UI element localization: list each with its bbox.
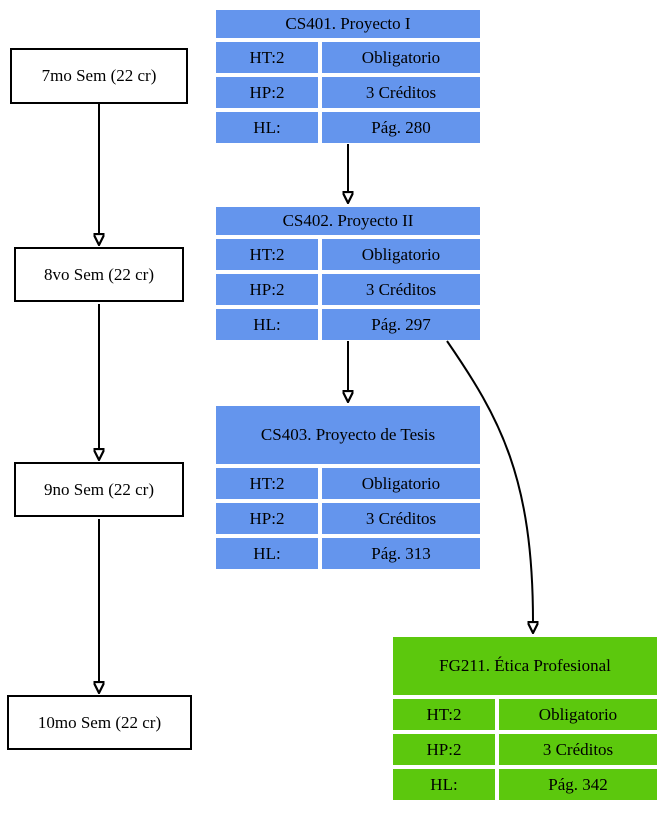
hours-lab-label: HL:: [216, 538, 318, 569]
hours-theory-label: HT:2: [216, 239, 318, 270]
course-type-value: Obligatorio: [322, 468, 480, 499]
course-title: CS401. Proyecto I: [216, 10, 480, 38]
course-row: HT:2 Obligatorio: [216, 468, 480, 499]
hours-theory-label: HT:2: [393, 699, 495, 730]
hours-practice-label: HP:2: [216, 503, 318, 534]
course-row: HP:2 3 Créditos: [216, 274, 480, 305]
hours-practice-label: HP:2: [216, 77, 318, 108]
semester-node-8vo: 8vo Sem (22 cr): [14, 247, 184, 302]
hours-theory-label: HT:2: [216, 468, 318, 499]
course-row: HP:2 3 Créditos: [216, 503, 480, 534]
credits-value: 3 Créditos: [499, 734, 657, 765]
semester-node-10mo: 10mo Sem (22 cr): [7, 695, 192, 750]
course-row: HL: Pág. 342: [393, 769, 657, 800]
course-title: CS402. Proyecto II: [216, 207, 480, 235]
page-ref-value: Pág. 297: [322, 309, 480, 340]
page-ref-value: Pág. 313: [322, 538, 480, 569]
course-row: HT:2 Obligatorio: [393, 699, 657, 730]
semester-label: 9no Sem (22 cr): [43, 479, 154, 499]
course-row: HT:2 Obligatorio: [216, 239, 480, 270]
semester-label: 7mo Sem (22 cr): [41, 66, 157, 85]
credits-value: 3 Créditos: [322, 274, 480, 305]
course-type-value: Obligatorio: [322, 42, 480, 73]
semester-node-9no: 9no Sem (22 cr): [14, 462, 184, 517]
course-title: FG211. Ética Profesional: [393, 637, 657, 695]
semester-node-7mo: 7mo Sem (22 cr): [10, 48, 188, 104]
page-ref-value: Pág. 280: [322, 112, 480, 143]
page-ref-value: Pág. 342: [499, 769, 657, 800]
course-node-fg211: FG211. Ética Profesional HT:2 Obligatori…: [393, 637, 657, 800]
semester-label: 8vo Sem (22 cr): [43, 264, 154, 284]
course-row: HP:2 3 Créditos: [393, 734, 657, 765]
course-row: HL: Pág. 297: [216, 309, 480, 340]
course-type-value: Obligatorio: [499, 699, 657, 730]
course-row: HP:2 3 Créditos: [216, 77, 480, 108]
hours-practice-label: HP:2: [216, 274, 318, 305]
course-row: HL: Pág. 280: [216, 112, 480, 143]
course-node-cs401: CS401. Proyecto I HT:2 Obligatorio HP:2 …: [216, 10, 480, 143]
course-row: HT:2 Obligatorio: [216, 42, 480, 73]
hours-lab-label: HL:: [216, 309, 318, 340]
course-row: HL: Pág. 313: [216, 538, 480, 569]
course-node-cs403: CS403. Proyecto de Tesis HT:2 Obligatori…: [216, 406, 480, 569]
hours-lab-label: HL:: [216, 112, 318, 143]
course-node-cs402: CS402. Proyecto II HT:2 Obligatorio HP:2…: [216, 207, 480, 340]
credits-value: 3 Créditos: [322, 77, 480, 108]
hours-theory-label: HT:2: [216, 42, 318, 73]
course-type-value: Obligatorio: [322, 239, 480, 270]
hours-lab-label: HL:: [393, 769, 495, 800]
semester-label: 10mo Sem (22 cr): [37, 712, 162, 732]
course-title: CS403. Proyecto de Tesis: [216, 406, 480, 464]
credits-value: 3 Créditos: [322, 503, 480, 534]
hours-practice-label: HP:2: [393, 734, 495, 765]
